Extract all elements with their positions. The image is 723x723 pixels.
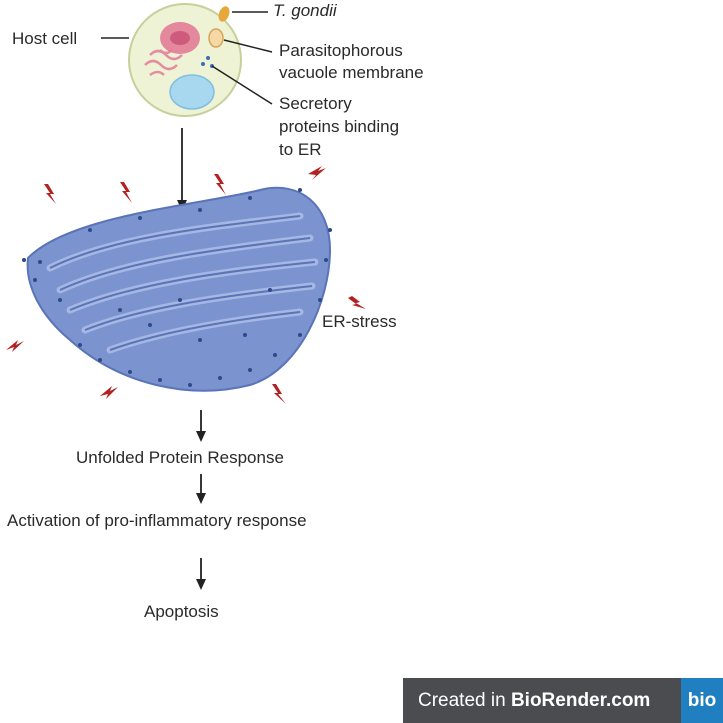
endoplasmic-reticulum: [22, 186, 332, 392]
vacuole: [169, 74, 215, 110]
label-secretory-line3: to ER: [279, 140, 322, 159]
label-pvm-line2: vacuole membrane: [279, 63, 424, 82]
label-host-cell: Host cell: [12, 29, 78, 48]
label-secretory-line2: proteins binding: [279, 117, 400, 136]
label-upr: Unfolded Protein Response: [76, 448, 284, 467]
flow-arrows: [196, 410, 206, 590]
badge-text: Created in BioRender.com: [418, 689, 651, 711]
parasitophorous-vacuole: [208, 28, 224, 48]
host-cell: [128, 3, 242, 117]
label-activation: Activation of pro-inflammatory response: [7, 511, 307, 530]
t-gondii-parasite: [218, 6, 230, 22]
stress-lightning-bolts: [6, 166, 366, 404]
label-apoptosis: Apoptosis: [144, 602, 219, 621]
label-pvm-line1: Parasitophorous: [279, 41, 403, 60]
label-er-stress: ER-stress: [322, 312, 397, 331]
biorender-logo-icon: bio: [681, 678, 723, 723]
cell-er-network: [144, 49, 183, 77]
label-t-gondii: T. gondii: [273, 1, 337, 20]
arrow-cell-to-er: [177, 128, 187, 211]
biorender-badge[interactable]: Created in BioRender.com bio: [403, 678, 723, 723]
label-secretory-line1: Secretory: [279, 94, 352, 113]
leader-lines: [101, 11, 273, 105]
